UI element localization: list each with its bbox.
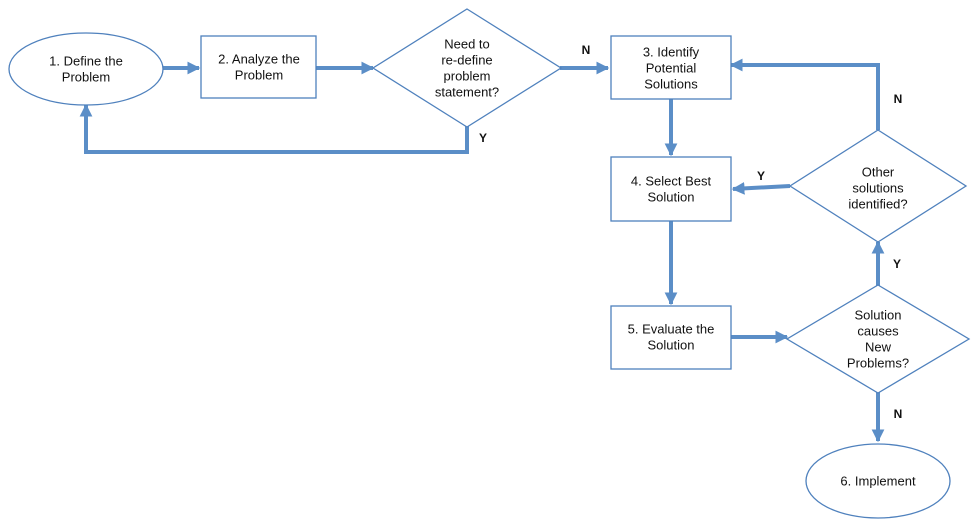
edge-label-other-yes: Y	[757, 169, 765, 183]
redefine-decision-diamond	[371, 8, 563, 128]
new-problems-decision-diamond	[785, 284, 971, 394]
edge-label-redefine-no: N	[582, 43, 591, 57]
connector-other-yes-to-select	[731, 182, 791, 195]
identify-solutions-box	[610, 35, 732, 100]
connector-decision-yes-to-define	[79, 103, 469, 154]
edge-label-new-problems-no: N	[894, 407, 903, 421]
implement-oval	[805, 443, 951, 519]
other-solutions-decision-diamond	[788, 129, 968, 243]
connector-other-no-to-identify	[729, 58, 880, 130]
shapes	[8, 8, 971, 519]
edge-label-other-no: N	[894, 92, 903, 106]
edge-labels: N Y N Y Y N	[479, 43, 902, 421]
edge-label-new-problems-yes: Y	[893, 257, 901, 271]
analyze-problem-box	[200, 35, 317, 99]
connectors	[79, 58, 885, 443]
evaluate-solution-box	[610, 305, 732, 370]
select-solution-box	[610, 156, 732, 222]
edge-label-redefine-yes: Y	[479, 131, 487, 145]
define-problem-oval	[8, 32, 164, 106]
implement-label: 6. Implement	[840, 474, 916, 489]
